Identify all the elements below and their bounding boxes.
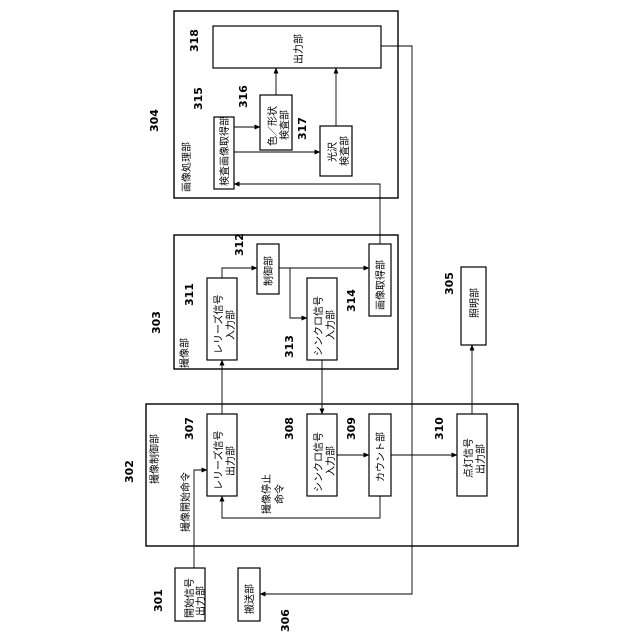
release-to-control-arrow xyxy=(222,268,257,278)
release-signal-output-line2: 出力部 xyxy=(224,446,237,476)
start-signal-output-line2: 出力部 xyxy=(194,586,207,616)
control-label: 制御部 xyxy=(262,256,275,286)
sync-signal-input-line1: シンクロ信号 xyxy=(313,432,325,492)
start-command-label: 撮像開始命令 xyxy=(179,472,192,532)
start-signal-output-num: 301 xyxy=(152,589,165,612)
stop-command-line2: 命令 xyxy=(273,484,286,504)
counter-label: カウント部 xyxy=(374,432,387,482)
imaging-control-label: 撮像制御部 xyxy=(148,434,161,484)
conveyor-num: 306 xyxy=(279,609,292,632)
inspection-image-acquisition-num: 315 xyxy=(192,87,205,110)
color-shape-inspection-num: 316 xyxy=(237,85,250,108)
image-acquisition-label: 画像取得部 xyxy=(374,260,387,310)
color-shape-inspection-line2: 検査部 xyxy=(278,110,291,140)
start-signal-arrow xyxy=(194,470,207,568)
lighting-signal-output-num: 310 xyxy=(433,417,446,440)
control-num: 312 xyxy=(233,233,246,256)
start-signal-output-line1: 開始信号 xyxy=(183,578,196,618)
lighting-label: 照明部 xyxy=(468,288,481,318)
gloss-inspection-num: 317 xyxy=(296,117,309,140)
imaging-label: 撮像部 xyxy=(178,338,191,368)
conveyor-label: 搬送部 xyxy=(243,584,256,614)
lighting-signal-output-line1: 点灯信号 xyxy=(463,438,475,478)
sync-signal-input-line2: 入力部 xyxy=(324,446,337,476)
stop-signal-arrow xyxy=(222,496,380,518)
counter-num: 309 xyxy=(345,417,358,440)
gloss-inspection-line2: 検査部 xyxy=(338,136,351,166)
camera-sync-signal-input-num: 313 xyxy=(283,335,296,358)
camera-sync-signal-input-line2: 入力部 xyxy=(324,310,337,340)
release-signal-input-line1: レリーズ信号 xyxy=(212,295,225,355)
lighting-signal-output-line2: 出力部 xyxy=(474,444,487,474)
gloss-inspection-line1: 光沢 xyxy=(326,142,339,162)
lighting-num: 305 xyxy=(443,272,456,295)
camera-sync-signal-input-line1: シンクロ信号 xyxy=(313,296,325,356)
release-signal-input-line2: 入力部 xyxy=(224,310,237,340)
image-acquisition-num: 314 xyxy=(345,289,358,312)
release-signal-input-num: 311 xyxy=(183,283,196,306)
imaging-num: 303 xyxy=(150,311,163,334)
inspection-image-acquisition-label: 検査画像取得部 xyxy=(218,116,231,186)
image-processing-num: 304 xyxy=(148,109,161,132)
stop-command-line1: 撮像停止 xyxy=(260,474,273,514)
release-signal-output-num: 307 xyxy=(183,417,196,440)
image-processing-label: 画像処理部 xyxy=(180,142,193,192)
output-label: 出力部 xyxy=(292,34,305,64)
color-shape-inspection-line1: 色／形状 xyxy=(266,106,279,146)
sync-signal-input-num: 308 xyxy=(283,417,296,440)
imaging-control-num: 302 xyxy=(123,460,136,483)
control-to-sync-arrow xyxy=(290,268,307,318)
output-num: 318 xyxy=(188,29,201,52)
release-signal-output-line1: レリーズ信号 xyxy=(212,431,225,491)
